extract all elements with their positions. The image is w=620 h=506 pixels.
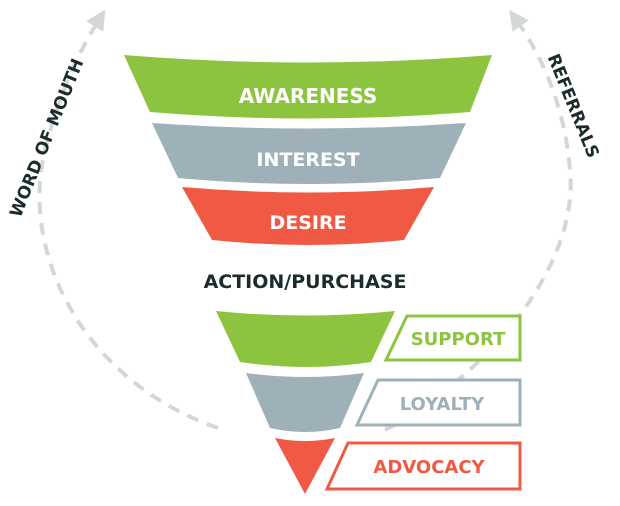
word-of-mouth-label: WORD OF MOUTH	[6, 56, 88, 220]
support-tag	[383, 314, 522, 362]
loyalty-tag	[354, 378, 522, 427]
funnel-band-desire	[182, 187, 434, 245]
loyalty-label: LOYALTY	[400, 394, 485, 415]
interest-label: INTEREST	[256, 149, 359, 171]
desire-label: DESIRE	[269, 212, 346, 234]
advocacy-label: ADVOCACY	[373, 457, 485, 478]
support-label: SUPPORT	[411, 329, 506, 350]
funnel-band-awareness	[124, 55, 492, 119]
funnel-band-support	[216, 311, 395, 367]
awareness-label: AWARENESS	[239, 84, 378, 108]
advocacy-tag	[324, 441, 522, 491]
funnel-band-loyalty	[246, 373, 364, 432]
action-purchase-label: ACTION/PURCHASE	[204, 271, 407, 293]
referrals-label: REFERRALS	[543, 51, 603, 161]
funnel-band-advocacy	[275, 438, 335, 494]
word-of-mouth-arrow	[37, 9, 219, 430]
funnel-band-interest	[152, 123, 466, 184]
